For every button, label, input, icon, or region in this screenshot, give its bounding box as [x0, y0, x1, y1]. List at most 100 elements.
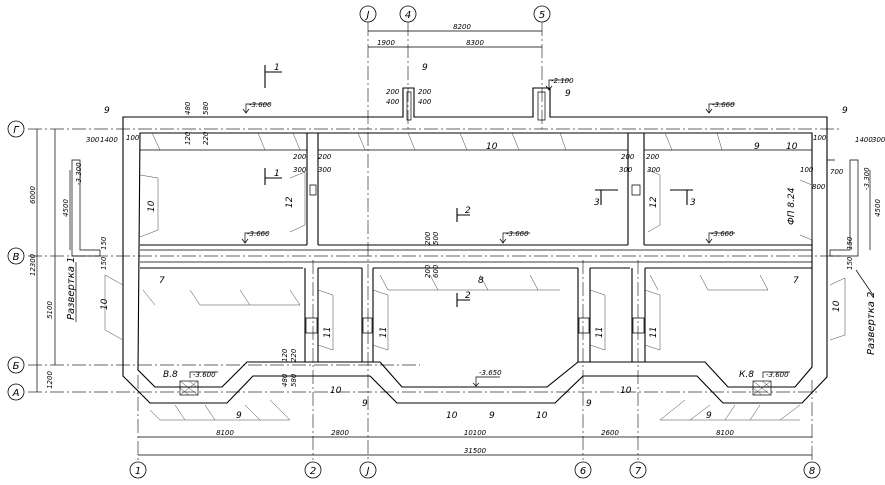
dimension-text: 400 — [386, 98, 400, 106]
dimension-text: 580 — [202, 101, 210, 115]
mark-label: 9 — [489, 411, 495, 421]
dimension-text: 10100 — [464, 429, 487, 437]
dimension-text: 4500 — [62, 199, 70, 217]
dimension-text: 1200 — [46, 371, 54, 389]
dimension-text: 200 — [293, 153, 307, 161]
fp-label: ФП 8.24 — [787, 187, 797, 225]
dimension-text: 2600 — [601, 429, 619, 437]
dimension-text: 200 — [646, 153, 660, 161]
axis-lines — [28, 22, 840, 460]
elevation-text: -3.660 — [247, 230, 270, 238]
axis-label: 6 — [580, 466, 586, 477]
dimension-text: 300 — [318, 166, 332, 174]
dimension-text: 8100 — [716, 429, 734, 437]
dimension-text: 150 — [100, 256, 108, 270]
axis-label: 1 — [135, 466, 141, 477]
dimension-text: 700 — [830, 168, 844, 176]
dimension-text: 1400 — [855, 136, 873, 144]
dimension-text: 200 — [418, 88, 432, 96]
k8-label: К.8 — [739, 370, 754, 380]
mark-label: 7 — [793, 276, 799, 286]
dimension-text: 200 — [386, 88, 400, 96]
outer-walls — [122, 87, 828, 404]
dimension-text: 2800 — [331, 429, 349, 437]
dimension-text: 220 — [290, 348, 298, 362]
section-label: 1 — [274, 63, 280, 73]
dimension-text: 4500 — [874, 199, 882, 217]
section-label: 2 — [465, 206, 471, 216]
mark-label: 10 — [147, 200, 157, 212]
section-label: 1 — [274, 169, 280, 179]
axis-label: 7 — [635, 466, 642, 477]
dimension-text: 150 — [846, 236, 854, 250]
mark-label: 10 — [620, 386, 632, 396]
mark-label: 10 — [486, 142, 498, 152]
mark-label: 10 — [832, 300, 842, 312]
mark-label: 9 — [706, 411, 712, 421]
elevation-text: -3.660 — [711, 230, 734, 238]
dimension-text: 150 — [100, 236, 108, 250]
unfold-2-label: Развертка 2 — [866, 292, 877, 355]
axis-label: 8 — [809, 466, 815, 477]
mark-label: 8 — [478, 276, 484, 286]
mark-label: 9 — [236, 411, 242, 421]
elevation-text: -3.600 — [766, 371, 789, 379]
dimension-text: 12300 — [29, 253, 37, 276]
axis-label: Б — [13, 361, 20, 372]
dimension-text: 8300 — [466, 39, 484, 47]
dimension-text: 480 — [184, 101, 192, 115]
elevation-text: -3.650 — [479, 369, 502, 377]
elevation-text: -3.660 — [712, 101, 735, 109]
row-axis-markers: Г В Б А — [7, 120, 25, 401]
dimension-text: 800 — [812, 183, 826, 191]
dimension-text: 200 — [424, 231, 432, 245]
dimension-text: 150 — [846, 256, 854, 270]
axis-label: 4 — [405, 10, 411, 21]
dimension-text: 300 — [619, 166, 633, 174]
v8-label: В.8 — [163, 370, 178, 380]
dimension-lines — [36, 30, 871, 456]
element-marks: 9 9 9 9 10 9 10 10 12 12 7 8 7 10 10 11 … — [100, 63, 848, 421]
dimension-text: 100 — [800, 166, 814, 174]
dimension-text: 200 — [318, 153, 332, 161]
mark-label: 11 — [379, 327, 389, 338]
dimension-text: 1400 — [100, 136, 118, 144]
dimension-text: 480 — [281, 373, 289, 387]
axis-label: А — [12, 388, 20, 399]
mark-label: 9 — [565, 89, 571, 99]
mark-label: 10 — [786, 142, 798, 152]
mark-label: 9 — [104, 106, 110, 116]
top-column-markers: J 4 5 — [359, 5, 551, 23]
dimension-text: 120 — [281, 348, 289, 362]
mark-label: 9 — [422, 63, 428, 73]
dimension-text: 120 — [184, 131, 192, 145]
mark-label: 7 — [159, 276, 165, 286]
elevation-text: -2.100 — [551, 77, 574, 85]
dimension-text: 6000 — [29, 186, 37, 204]
section-label: 3 — [690, 198, 696, 208]
mark-leaders — [104, 132, 846, 421]
axis-label: 5 — [539, 10, 545, 21]
dimension-text: 500 — [432, 231, 440, 245]
mark-label: 9 — [842, 106, 848, 116]
annotation-labels: Развертка 1 Развертка 2 В.8 К.8 ФП 8.24 — [66, 187, 877, 380]
bottom-column-markers: 1 2 J 6 7 8 — [129, 461, 821, 479]
mark-label: 10 — [446, 411, 458, 421]
axis-bubble-g — [7, 120, 25, 138]
axis-label: В — [13, 252, 20, 263]
dimension-text: 300 — [86, 136, 100, 144]
axis-bubble-v — [7, 247, 25, 265]
dimension-text: 220 — [202, 131, 210, 145]
dimension-text: 300 — [293, 166, 307, 174]
unfold-1-label: Развертка 1 — [66, 257, 77, 320]
dimension-text: 300 — [647, 166, 661, 174]
axis-label: J — [365, 466, 370, 477]
mark-label: 10 — [330, 386, 342, 396]
dimension-text: 400 — [418, 98, 432, 106]
mark-label: 10 — [100, 298, 110, 310]
dimension-text: 200 — [424, 264, 432, 278]
mark-label: 9 — [362, 399, 368, 409]
dimension-text: 200 — [621, 153, 635, 161]
section-label: 3 — [594, 198, 600, 208]
